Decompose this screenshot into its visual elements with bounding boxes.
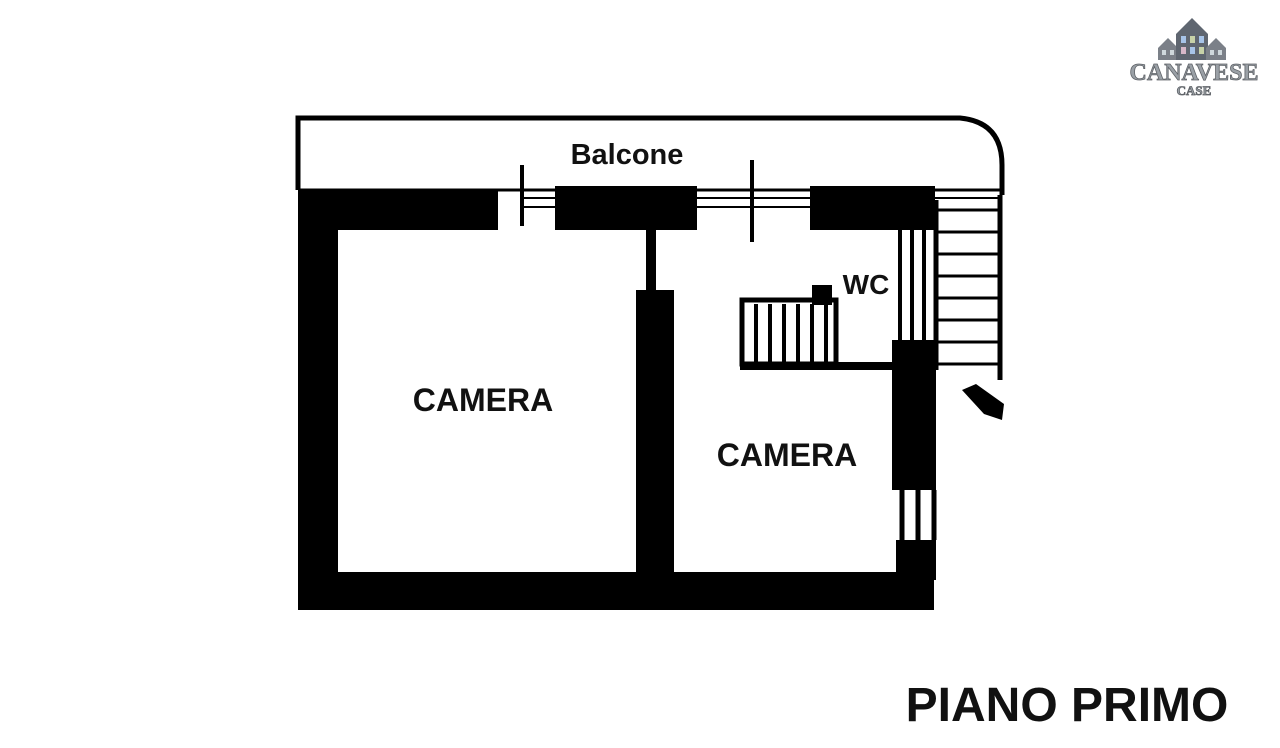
walls: [298, 186, 937, 610]
balcony-label: Balcone: [571, 139, 684, 171]
logo-subtitle: CASE: [1177, 83, 1212, 98]
logo-name: CANAVESE: [1130, 60, 1259, 86]
internal-stairs: [739, 297, 839, 367]
company-logo: CANAVESE CASE: [1129, 18, 1259, 98]
right-room-label: CAMERA: [717, 437, 857, 473]
external-stairs: [933, 195, 1004, 420]
floor-title: PIANO PRIMO: [906, 679, 1229, 732]
left-room-label: CAMERA: [413, 382, 553, 418]
wc-label: WC: [843, 269, 890, 300]
houses-icon: [1158, 18, 1226, 60]
